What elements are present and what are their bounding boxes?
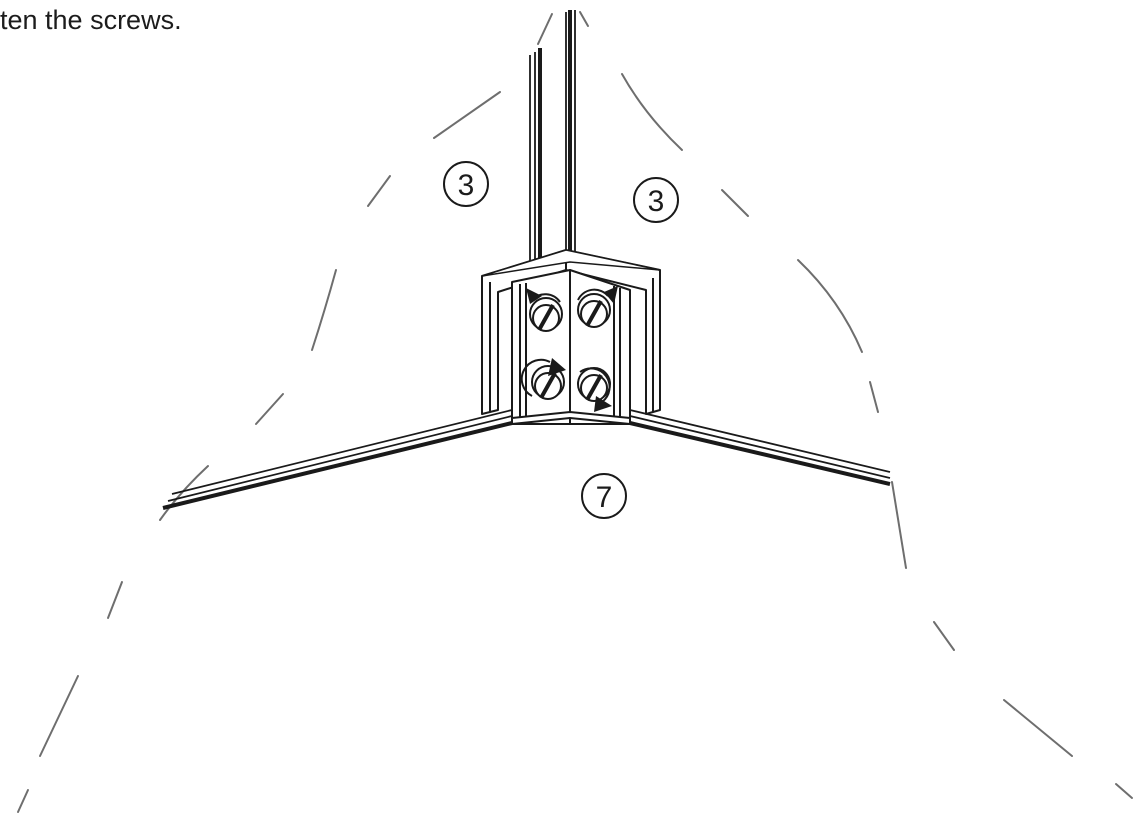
- svg-text:7: 7: [596, 481, 613, 514]
- floor-panel-edges: [162, 409, 891, 510]
- instruction-text: ten the screws.: [0, 5, 182, 35]
- screw-bottom-left: [531, 365, 565, 400]
- callout-floor-panel: 7: [581, 473, 627, 519]
- screw-top-left: [529, 297, 563, 332]
- svg-text:3: 3: [458, 169, 475, 202]
- screw-bottom-right: [577, 367, 611, 402]
- screw-top-right: [577, 293, 611, 328]
- callout-panel-left: 3: [443, 161, 489, 207]
- right-panel-dashed-outline: [579, 11, 1133, 799]
- vertical-panel-edges: [529, 10, 576, 280]
- rotation-arrow-bottom-right-icon: [579, 367, 612, 412]
- svg-text:3: 3: [648, 185, 665, 218]
- rotation-arrow-bottom-left-icon: [520, 358, 566, 397]
- left-panel-dashed-outline: [17, 13, 553, 813]
- rotation-arrow-top-left-icon: [526, 288, 561, 304]
- callout-panel-right: 3: [633, 177, 679, 223]
- rotation-arrow-top-right-icon: [577, 286, 618, 304]
- corner-bracket: [481, 249, 661, 425]
